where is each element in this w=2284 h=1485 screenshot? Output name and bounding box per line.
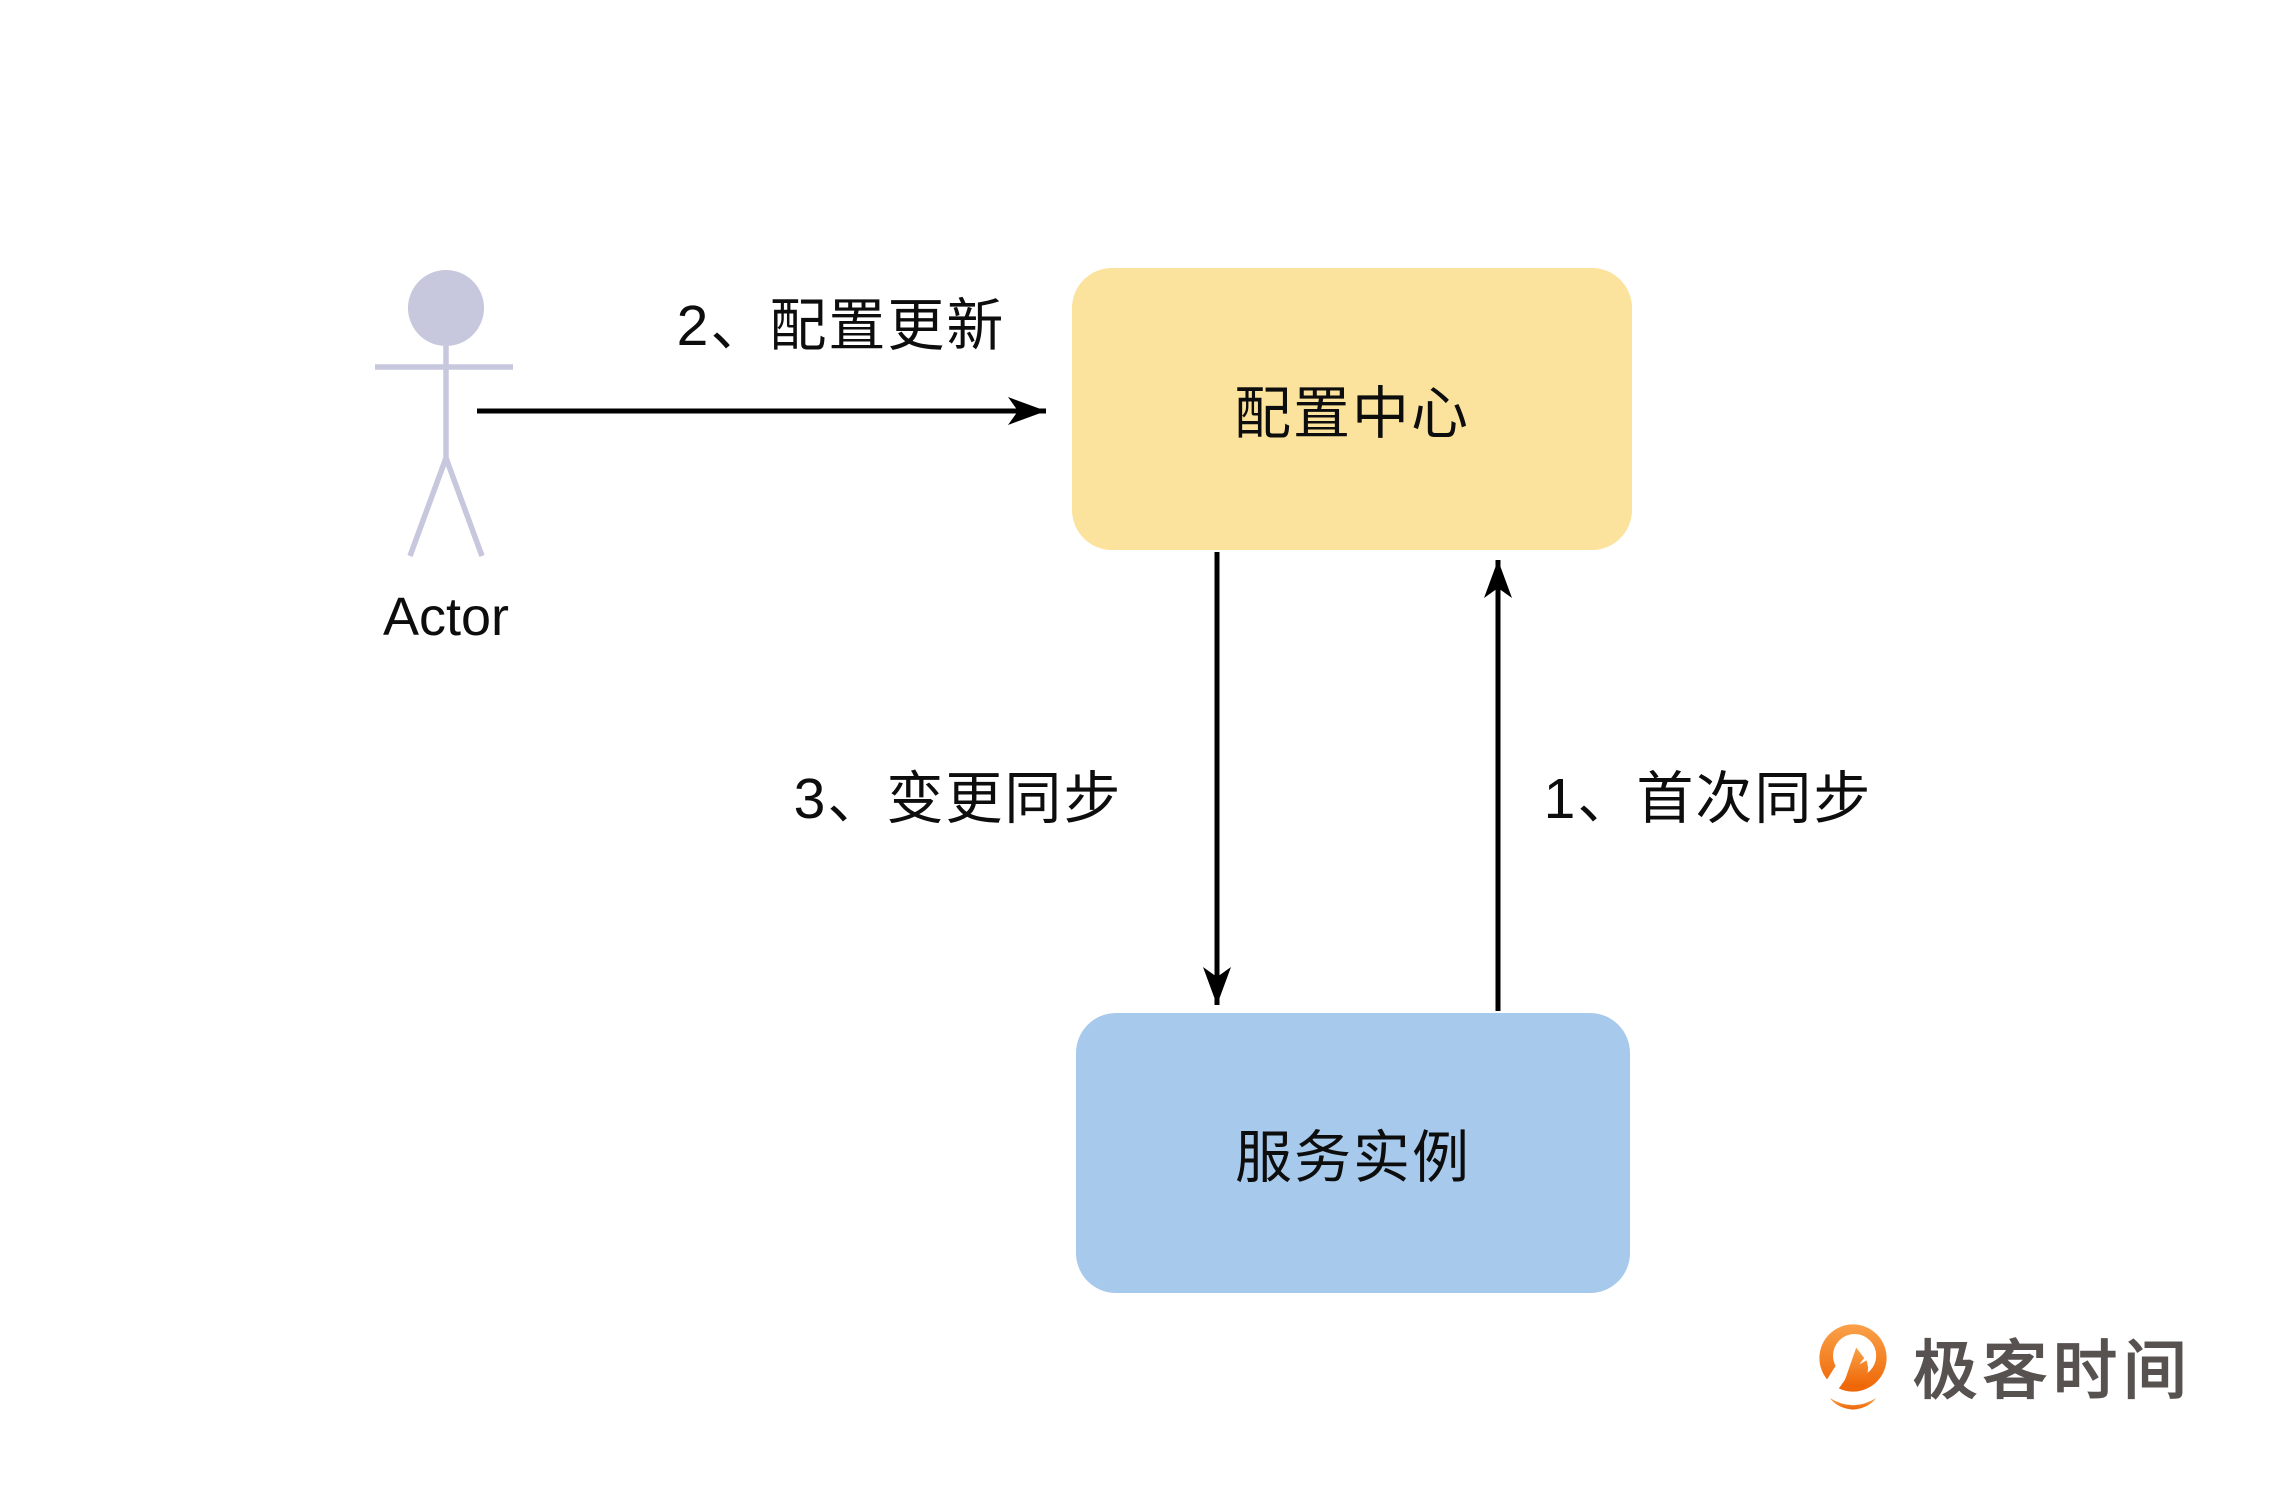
logo-slash	[1819, 1357, 1853, 1396]
actor-figure	[375, 270, 513, 557]
geektime-logo-text: 极客时间	[1913, 1335, 2193, 1407]
actor-head	[408, 270, 484, 346]
actor-right-leg	[443, 457, 485, 557]
node-service-instance-label: 服务实例	[1235, 1126, 1471, 1190]
logo-peak	[1842, 1347, 1869, 1387]
node-config-center: 配置中心	[1072, 268, 1632, 550]
edge-first-sync-label: 1、首次同步	[1543, 767, 1873, 831]
logo-smile	[1829, 1398, 1877, 1410]
node-config-center-label: 配置中心	[1234, 382, 1470, 446]
geektime-logo-icon	[1819, 1324, 1887, 1410]
edge-change-sync-label: 3、变更同步	[793, 767, 1123, 831]
actor-label: Actor	[382, 587, 510, 647]
actor-limbs	[375, 346, 513, 557]
geektime-logo: 极客时间	[1813, 1320, 2193, 1412]
node-service-instance: 服务实例	[1076, 1013, 1630, 1293]
edge-config-update-label: 2、配置更新	[676, 294, 1006, 358]
actor-left-leg	[407, 457, 449, 557]
